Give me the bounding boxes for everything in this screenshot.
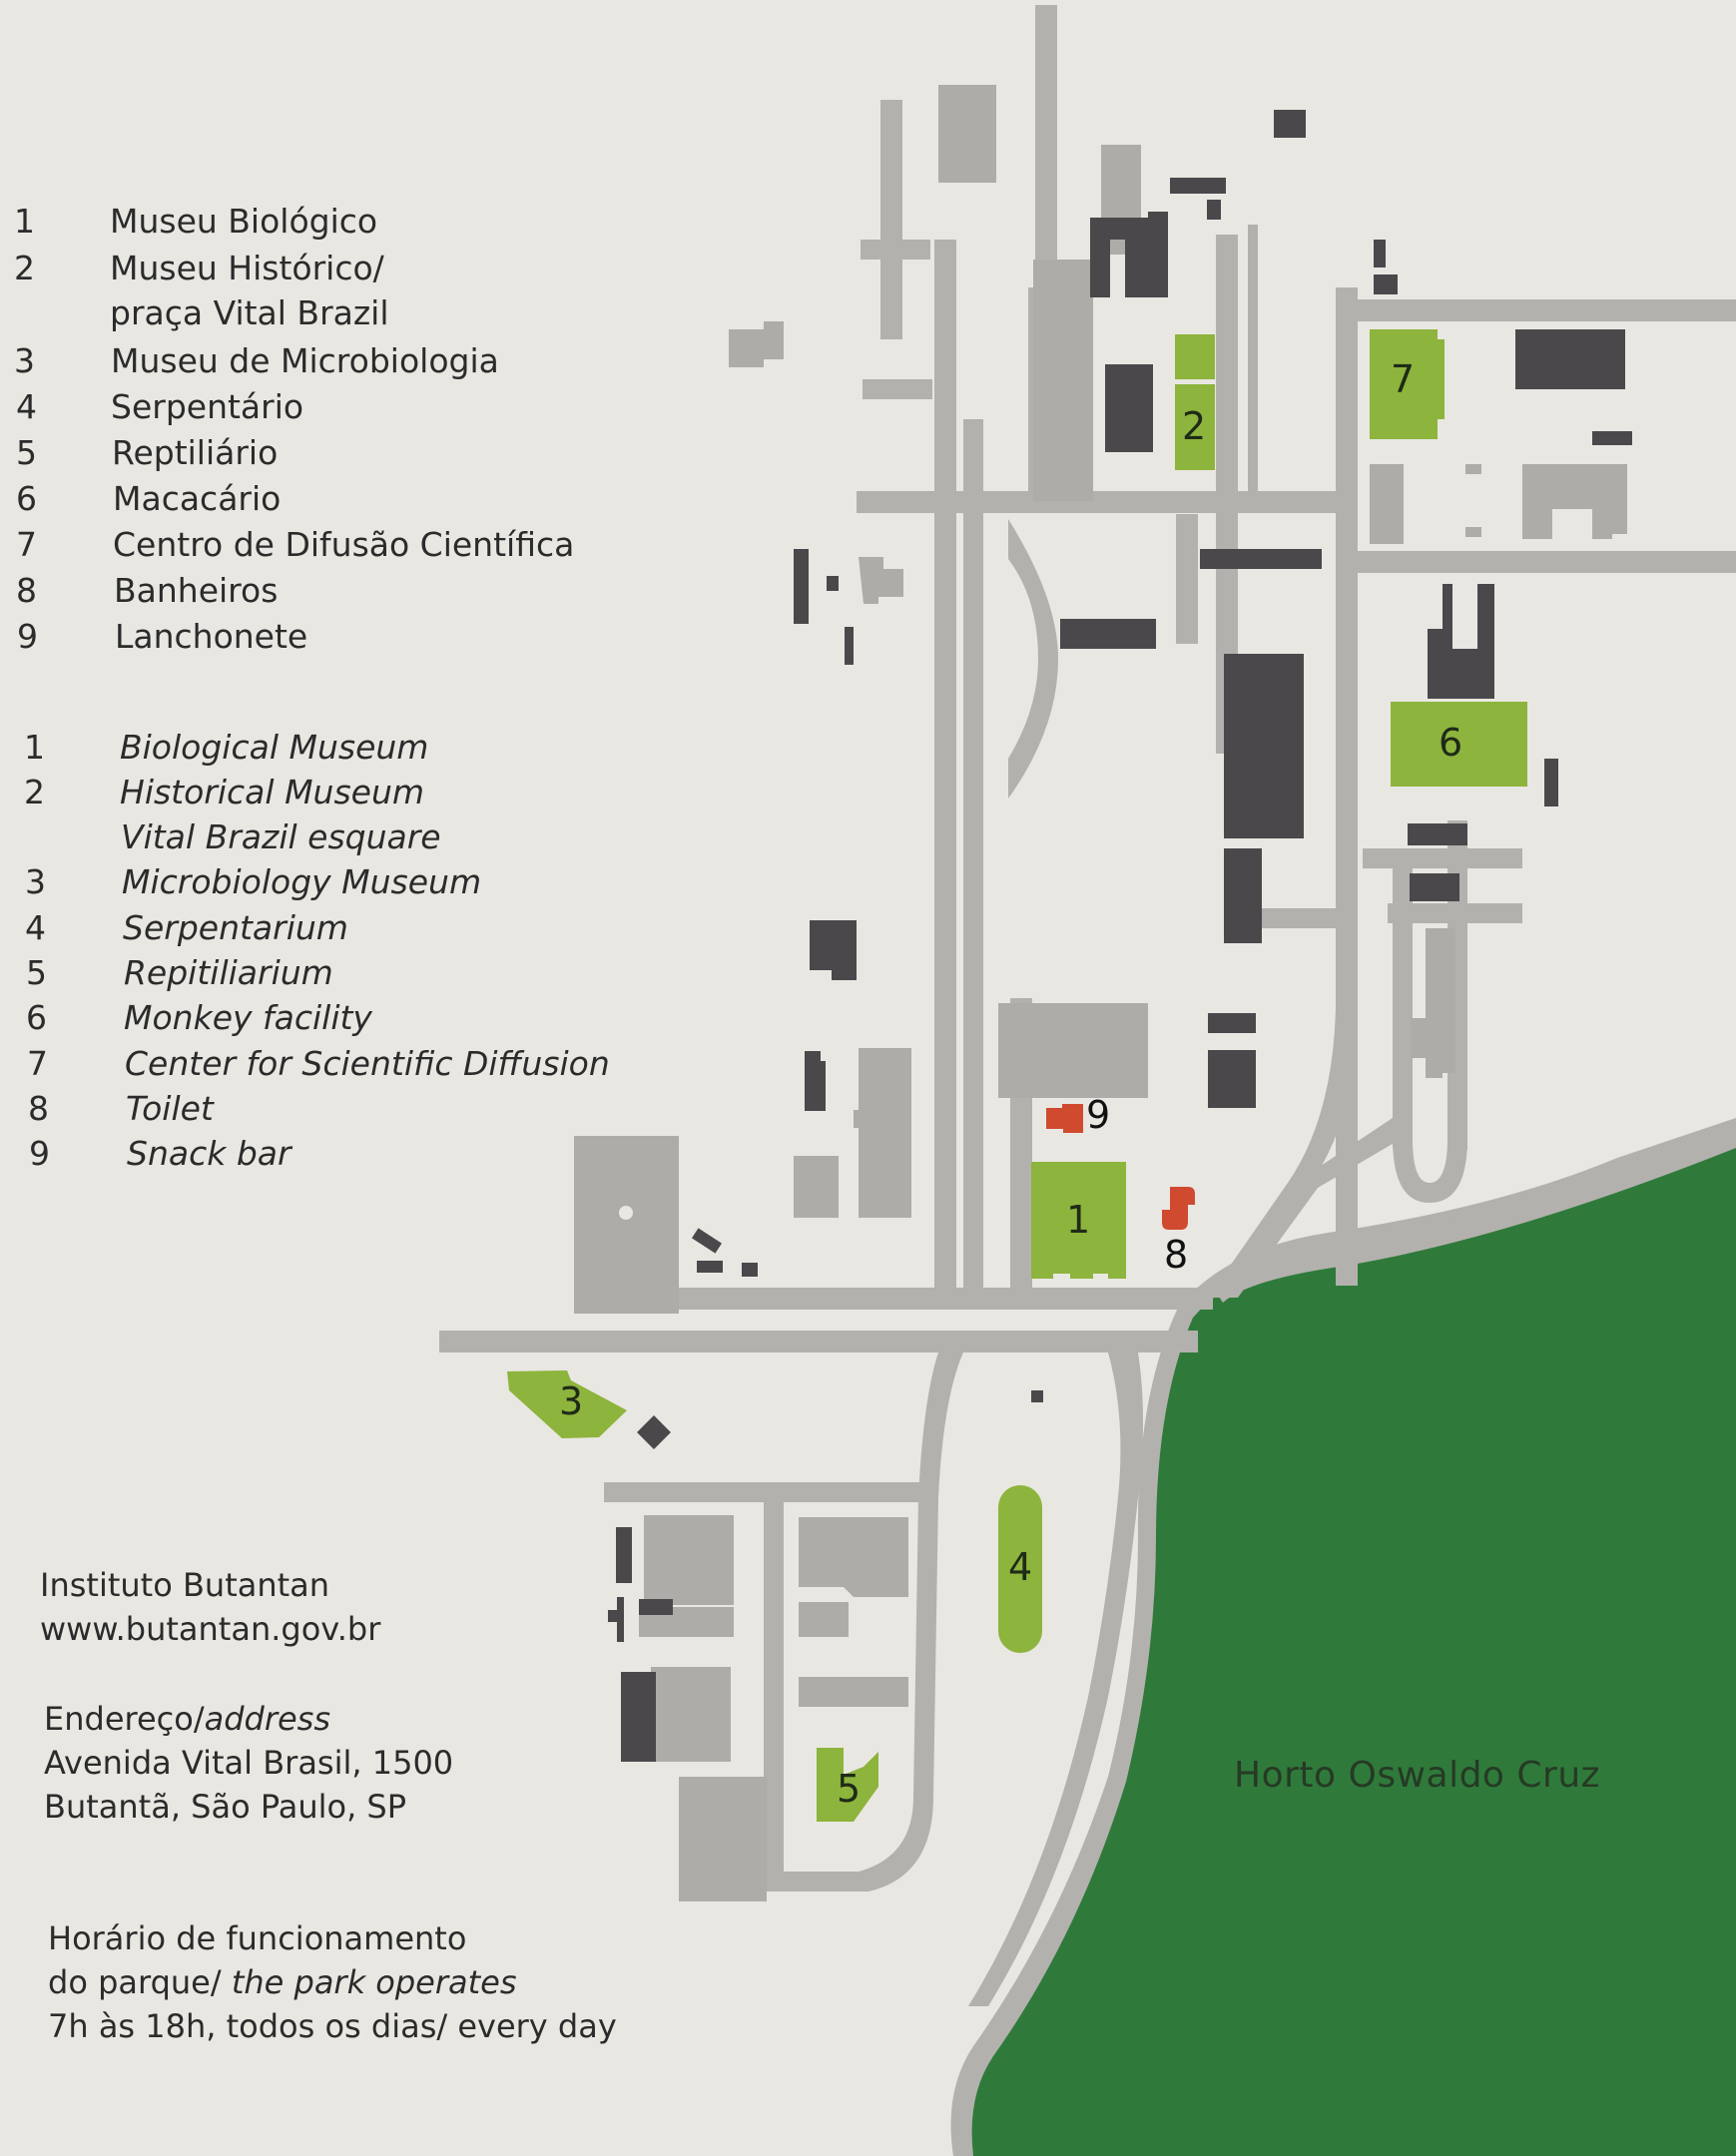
poi-3-microbiology-museum[interactable]: [507, 1370, 627, 1438]
poi-5-reptiliarium[interactable]: [817, 1748, 878, 1822]
poi-4-serpentarium[interactable]: [998, 1485, 1042, 1653]
poi-6-label: 6: [1439, 721, 1463, 765]
poi-8-label: 8: [1164, 1233, 1189, 1277]
hours-line-2: do parque/ the park operates: [48, 1963, 517, 2001]
opening-hours-block: Horário de funcionamento do parque/ the …: [48, 1916, 617, 2048]
poi-7-label: 7: [1391, 357, 1416, 401]
website-link[interactable]: www.butantan.gov.br: [40, 1610, 381, 1648]
institution-name: Instituto Butantan: [40, 1566, 330, 1604]
roads: [439, 5, 1736, 2006]
buildings-light: [574, 85, 1627, 1901]
poi-9-snack-bar[interactable]: [1046, 1104, 1083, 1133]
address-label: Endereço/address: [44, 1700, 331, 1738]
poi-5-label: 5: [837, 1767, 862, 1811]
poi-6-monkey-facility[interactable]: [1391, 702, 1527, 787]
poi-9-label: 9: [1086, 1093, 1111, 1137]
poi-2-label: 2: [1182, 404, 1207, 448]
poi-1-biological-museum[interactable]: [1031, 1162, 1126, 1279]
poi-1-label: 1: [1066, 1198, 1091, 1242]
institution-info: Instituto Butantan www.butantan.gov.br: [40, 1563, 380, 1651]
poi-7-scientific-diffusion[interactable]: [1370, 329, 1445, 439]
hours-line-3: 7h às 18h, todos os dias/ every day: [48, 2007, 617, 2045]
hours-line-1: Horário de funcionamento: [48, 1919, 467, 1957]
poi-8-toilet[interactable]: [1162, 1187, 1195, 1230]
poi-4-label: 4: [1008, 1545, 1033, 1589]
address-block: Endereço/address Avenida Vital Brasil, 1…: [44, 1697, 453, 1829]
address-line-1: Avenida Vital Brasil, 1500: [44, 1744, 454, 1782]
poi-2-historical-museum-b[interactable]: [1175, 384, 1215, 470]
buildings-dark: [608, 110, 1632, 1762]
fountain-icon: [619, 1206, 633, 1220]
address-line-2: Butantã, São Paulo, SP: [44, 1788, 407, 1826]
park-label: Horto Oswaldo Cruz: [1234, 1755, 1601, 1796]
poi-3-label: 3: [559, 1379, 584, 1423]
poi-2-historical-museum-a[interactable]: [1175, 334, 1215, 379]
park-area[interactable]: [950, 1118, 1736, 2156]
